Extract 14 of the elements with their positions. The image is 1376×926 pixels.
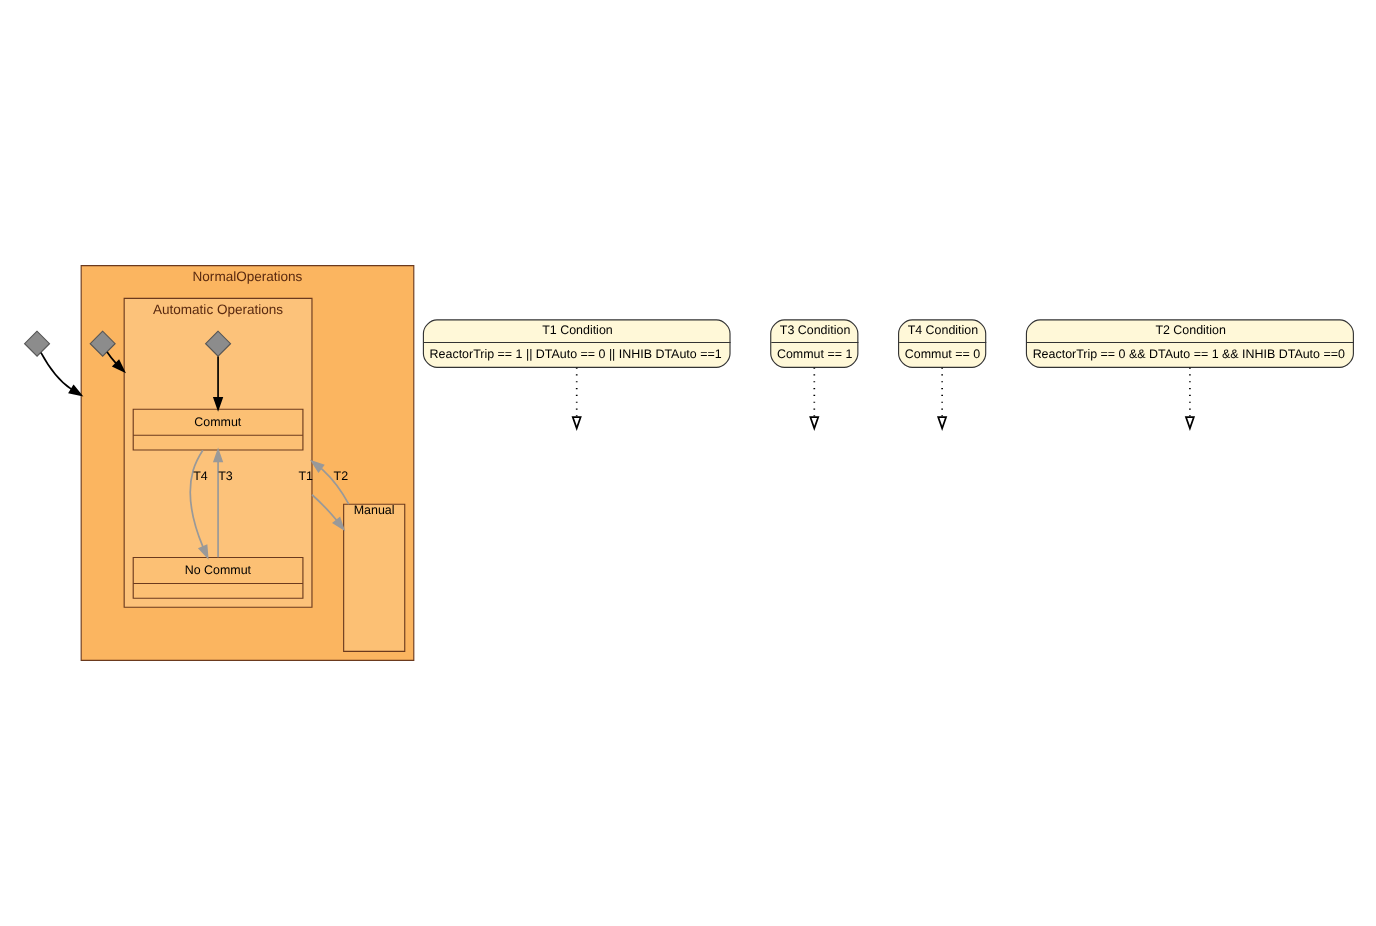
arrow (570, 366, 581, 431)
arrow (105, 351, 125, 374)
arrow (1183, 366, 1195, 431)
arrow (808, 366, 819, 431)
node-diamond (22, 330, 50, 357)
arrow (936, 366, 947, 431)
arrow (308, 459, 349, 505)
arrow (188, 449, 208, 560)
arrow (211, 447, 223, 559)
node-diamond (203, 330, 231, 357)
arrow (310, 493, 345, 532)
arrow (211, 355, 223, 412)
node-diamond (88, 330, 115, 357)
arrow (39, 351, 83, 397)
